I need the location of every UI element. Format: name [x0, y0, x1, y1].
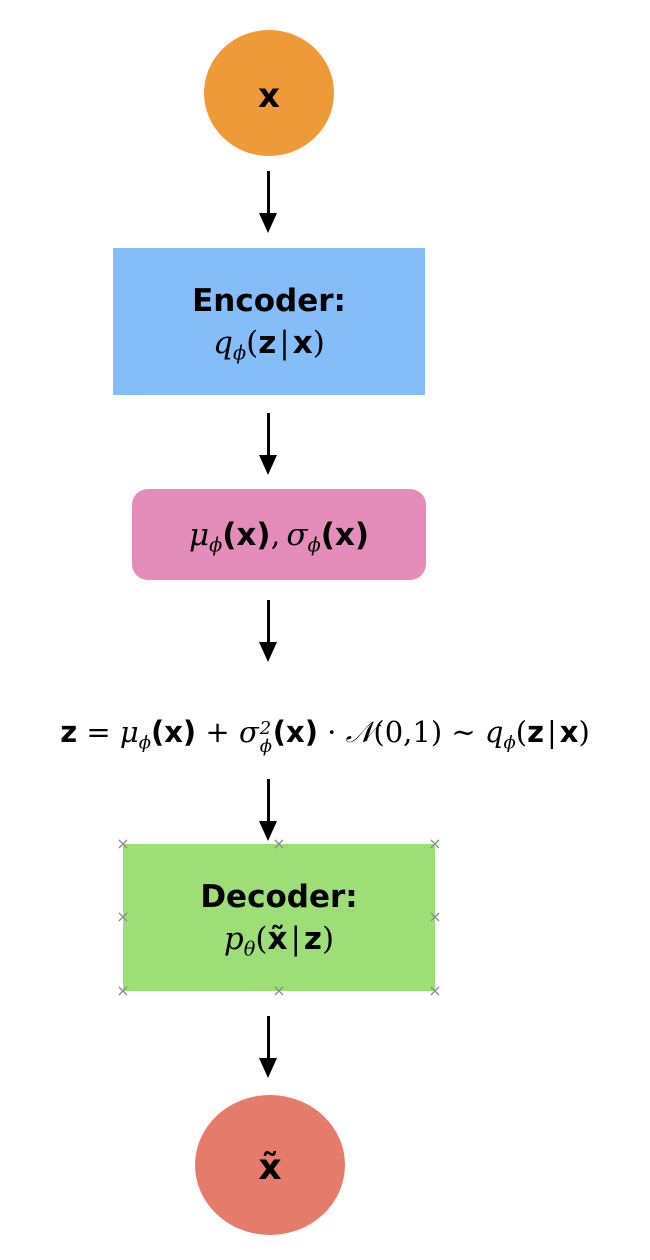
eq-dot: · [327, 715, 337, 749]
eq-normal-args: (0,1) [373, 715, 443, 749]
encoder-fn: q [213, 324, 234, 361]
decoder-fn: p [223, 920, 244, 957]
eq-sim: ∼ [451, 715, 476, 749]
arrow-params-to-sampling [259, 600, 277, 662]
eq-equals: = [86, 715, 111, 749]
decoder-arg-xtilde: x̃ [267, 920, 288, 957]
encoder-formula: qϕ(z|x) [213, 323, 325, 363]
decoder-open-paren: ( [255, 920, 268, 957]
decoder-resize-handle-bottom-right[interactable]: × [428, 981, 442, 1000]
encoder-box[interactable]: Encoder: qϕ(z|x) [113, 248, 425, 395]
eq-sigma-superscript: 2 [259, 718, 272, 739]
params-comma: , [270, 516, 281, 553]
encoder-fn-subscript: ϕ [233, 341, 247, 365]
decoder-formula: pθ(x̃|z) [224, 919, 334, 959]
eq-q-subscript: ϕ [503, 732, 516, 754]
sigma-argument: (x) [320, 516, 370, 553]
decoder-title: Decoder: [200, 878, 358, 915]
eq-q-arg-x: x [559, 715, 579, 749]
encoder-title: Encoder: [192, 282, 346, 319]
eq-q-arg-z: z [527, 715, 544, 749]
decoder-resize-handle-middle-left[interactable]: × [116, 907, 130, 926]
mu-subscript: ϕ [209, 533, 223, 557]
eq-plus: + [205, 715, 230, 749]
decoder-resize-handle-top-center[interactable]: × [272, 834, 286, 853]
decoder-arg-z: z [303, 920, 322, 957]
decoder-resize-handle-bottom-center[interactable]: × [272, 981, 286, 1000]
sigma-subscript: ϕ [307, 533, 321, 557]
arrow-decoder-to-output [259, 1016, 277, 1078]
mu-argument: (x) [222, 516, 271, 553]
decoder-box[interactable]: Decoder: pθ(x̃|z) [123, 844, 435, 991]
encoder-bar: | [279, 324, 290, 361]
eq-q-bar: | [546, 715, 557, 749]
encoder-close-paren: ) [312, 324, 325, 361]
eq-mu: μ [119, 715, 139, 749]
encoder-open-paren: ( [246, 324, 259, 361]
input-node-label: x [258, 76, 280, 116]
decoder-resize-handle-middle-right[interactable]: × [428, 907, 442, 926]
decoder-resize-handle-top-left[interactable]: × [116, 834, 130, 853]
encoder-arg-z: z [258, 324, 277, 361]
eq-normal-symbol: 𝒩 [345, 715, 374, 749]
arrow-sampling-to-decoder [259, 779, 277, 841]
encoder-arg-x: x [292, 324, 313, 361]
eq-sigma: σ [238, 715, 259, 749]
eq-q: q [484, 715, 504, 749]
mu-symbol: μ [188, 516, 210, 553]
eq-mu-argument: (x) [150, 715, 197, 749]
decoder-resize-handle-bottom-left[interactable]: × [116, 981, 130, 1000]
decoder-close-paren: ) [321, 920, 335, 957]
eq-q-open-paren: ( [515, 715, 528, 749]
output-node-label: x̃ [258, 1146, 282, 1188]
decoder-fn-subscript: θ [243, 937, 256, 961]
eq-sigma-argument: (x) [272, 715, 318, 749]
arrow-input-to-encoder [259, 171, 277, 233]
output-node-xtilde[interactable]: x̃ [195, 1095, 345, 1235]
arrow-encoder-to-params [259, 413, 277, 475]
input-node-x[interactable]: x [204, 30, 334, 156]
eq-q-close-paren: ) [578, 715, 590, 749]
latent-params-formula: μϕ(x),σϕ(x) [189, 515, 369, 555]
latent-params-box[interactable]: μϕ(x),σϕ(x) [132, 489, 426, 580]
eq-z: z [60, 715, 78, 749]
decoder-bar: | [290, 920, 301, 957]
sigma-symbol: σ [286, 516, 308, 553]
eq-mu-subscript: ϕ [138, 732, 151, 754]
decoder-resize-handle-top-right[interactable]: × [428, 834, 442, 853]
eq-sigma-subscript: ϕ [259, 736, 272, 757]
